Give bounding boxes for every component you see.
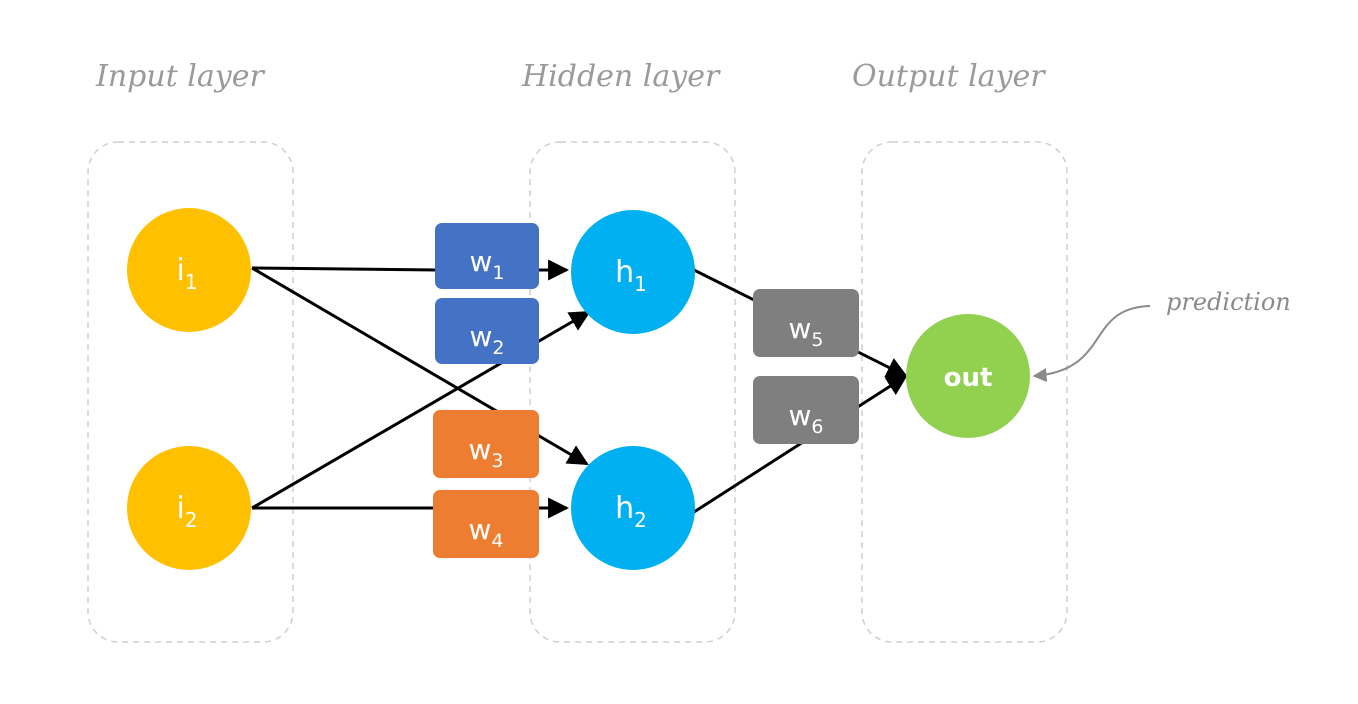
weight-w2-box — [435, 298, 539, 364]
node-out-circle — [906, 314, 1030, 438]
node-h2-label: h2 — [615, 491, 647, 532]
node-i2-label: i2 — [176, 491, 197, 532]
weight-w5: w5 — [753, 289, 859, 357]
node-i2-circle — [127, 446, 251, 570]
weight-w4-box — [433, 490, 539, 558]
weight-w3-box — [433, 410, 539, 478]
weight-w4: w4 — [433, 490, 539, 558]
node-out-label: out — [944, 363, 993, 393]
weight-w2-label: w2 — [470, 320, 505, 359]
weight-w1-box — [435, 223, 539, 289]
weight-w5-box — [753, 289, 859, 357]
weight-w2: w2 — [435, 298, 539, 364]
weight-w6-box — [753, 376, 859, 444]
weight-w6-label: w6 — [789, 399, 824, 438]
node-i1-label: i1 — [176, 253, 197, 294]
node-h1: h1 — [571, 210, 695, 334]
weight-w5-label: w5 — [789, 312, 824, 351]
weight-w3-label: w3 — [469, 433, 504, 472]
edge-i1-w1 — [251, 266, 438, 272]
input-layer-box — [87, 141, 294, 643]
weight-w1-label: w1 — [470, 245, 505, 284]
weight-w4-label: w4 — [469, 513, 504, 552]
node-h1-label: h1 — [615, 255, 647, 296]
hidden-layer-box — [529, 141, 736, 643]
node-h2-circle — [571, 446, 695, 570]
node-i1: i1 — [127, 208, 251, 332]
node-out: out — [906, 314, 1030, 438]
node-i2: i2 — [127, 446, 251, 570]
hidden-layer-title: Hidden layer — [521, 59, 721, 94]
node-i1-circle — [127, 208, 251, 332]
output-layer-box — [861, 141, 1068, 643]
node-h1-circle — [571, 210, 695, 334]
input-layer-title: Input layer — [95, 59, 265, 94]
weight-w1: w1 — [435, 223, 539, 289]
prediction-annotation: prediction — [1166, 288, 1291, 316]
node-h2: h2 — [571, 446, 695, 570]
output-layer-title: Output layer — [852, 59, 1046, 94]
prediction-arrow — [1032, 305, 1151, 383]
weight-w3: w3 — [433, 410, 539, 478]
weight-w6: w6 — [753, 376, 859, 444]
